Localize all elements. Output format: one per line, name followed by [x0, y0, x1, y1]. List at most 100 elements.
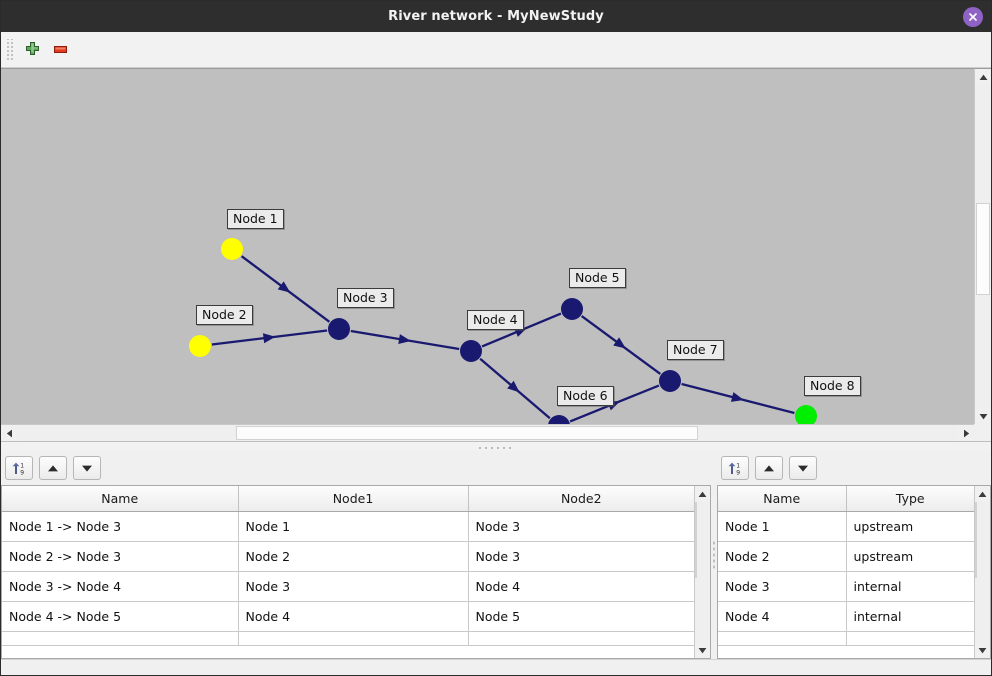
table-cell-empty[interactable] — [468, 631, 694, 646]
column-header[interactable]: Node2 — [468, 486, 694, 512]
horizontal-splitter[interactable] — [1, 441, 991, 451]
network-node[interactable] — [561, 298, 583, 320]
table-cell[interactable]: Node 3 — [718, 571, 847, 602]
branch-scroll-track[interactable] — [695, 502, 710, 642]
column-header[interactable]: Node1 — [238, 486, 469, 512]
table-cell-empty[interactable] — [238, 631, 469, 646]
branch-move-down-button[interactable] — [73, 456, 101, 480]
close-icon — [969, 12, 977, 21]
network-node[interactable] — [189, 335, 211, 357]
table-cell[interactable]: Node 3 — [468, 511, 694, 542]
triangle-down-icon — [82, 465, 92, 472]
table-cell[interactable]: Node 2 — [238, 541, 469, 572]
table-row-empty[interactable] — [2, 631, 694, 646]
canvas-hscroll-thumb[interactable] — [236, 426, 698, 440]
canvas-vertical-scrollbar[interactable] — [974, 68, 991, 424]
canvas-vscroll-thumb[interactable] — [976, 203, 990, 295]
node-toolbar: 1 9 — [717, 451, 991, 485]
node-sort-button[interactable]: 1 9 — [721, 456, 749, 480]
table-cell-empty[interactable] — [846, 631, 974, 646]
scroll-down-button[interactable] — [975, 408, 991, 424]
branch-scroll-up-button[interactable] — [695, 486, 710, 502]
scrollbar-corner — [974, 424, 991, 441]
table-cell[interactable]: internal — [846, 601, 974, 632]
table-cell[interactable]: Node 3 — [468, 541, 694, 572]
toolbar-grip[interactable] — [5, 38, 14, 61]
node-label[interactable]: Node 3 — [337, 288, 394, 308]
table-cell[interactable]: Node 4 — [238, 601, 469, 632]
table-cell[interactable]: Node 3 -> Node 4 — [2, 571, 239, 602]
triangle-down-icon — [979, 413, 987, 419]
network-node[interactable] — [221, 238, 243, 260]
network-node[interactable] — [328, 318, 350, 340]
scroll-up-button[interactable] — [975, 69, 991, 85]
branch-move-up-button[interactable] — [39, 456, 67, 480]
table-cell-empty[interactable] — [718, 631, 847, 646]
close-button[interactable] — [963, 6, 983, 27]
canvas-vscroll-track[interactable] — [975, 85, 991, 408]
table-cell[interactable]: Node 4 — [468, 571, 694, 602]
table-cell[interactable]: Node 5 — [468, 601, 694, 632]
canvas-horizontal-scrollbar[interactable] — [1, 424, 974, 441]
table-cell[interactable]: Node 1 — [718, 511, 847, 542]
table-row-empty[interactable] — [718, 631, 974, 646]
table-cell[interactable]: Node 2 — [718, 541, 847, 572]
table-cell[interactable]: Node 2 -> Node 3 — [2, 541, 239, 572]
canvas-hscroll-track[interactable] — [17, 425, 958, 441]
network-node[interactable] — [548, 415, 570, 424]
window-title: River network - MyNewStudy — [388, 9, 604, 24]
network-node[interactable] — [460, 340, 482, 362]
branch-sort-button[interactable]: 1 9 — [5, 456, 33, 480]
network-node[interactable] — [659, 370, 681, 392]
node-move-down-button[interactable] — [789, 456, 817, 480]
node-label[interactable]: Node 7 — [667, 340, 724, 360]
table-cell[interactable]: upstream — [846, 511, 974, 542]
branch-scroll-thumb[interactable] — [695, 502, 697, 578]
node-label[interactable]: Node 2 — [196, 305, 253, 325]
add-node-button[interactable] — [18, 36, 46, 64]
node-label[interactable]: Node 6 — [557, 386, 614, 406]
node-move-up-button[interactable] — [755, 456, 783, 480]
table-cell[interactable]: upstream — [846, 541, 974, 572]
branch-scroll-down-button[interactable] — [695, 642, 710, 658]
network-canvas[interactable]: Node 1 Node 2 Node 3 Node 4 Node 5 Node 6 Node… — [1, 68, 974, 424]
table-cell[interactable]: Node 1 -> Node 3 — [2, 511, 239, 542]
main-toolbar — [1, 32, 991, 68]
node-label[interactable]: Node 8 — [804, 376, 861, 396]
delete-node-button[interactable] — [46, 36, 74, 64]
branch-table-scrollbar[interactable] — [694, 486, 710, 658]
table-cell[interactable]: Node 4 -> Node 5 — [2, 601, 239, 632]
node-scroll-thumb[interactable] — [975, 502, 977, 578]
network-node[interactable] — [795, 405, 817, 424]
table-cell[interactable]: Node 3 — [238, 571, 469, 602]
node-scroll-track[interactable] — [975, 502, 990, 642]
vertical-splitter[interactable] — [711, 451, 717, 659]
column-header[interactable]: Name — [2, 486, 239, 512]
scroll-left-button[interactable] — [1, 425, 17, 441]
node-scroll-down-button[interactable] — [975, 642, 990, 658]
triangle-down-icon — [698, 647, 707, 653]
scroll-right-button[interactable] — [958, 425, 974, 441]
table-cell[interactable]: internal — [846, 571, 974, 602]
node-table-scrollbar[interactable] — [974, 486, 990, 658]
column-header[interactable]: Type — [846, 486, 974, 512]
triangle-right-icon — [963, 429, 969, 437]
table-cell-empty[interactable] — [2, 631, 239, 646]
node-label[interactable]: Node 5 — [569, 268, 626, 288]
node-label[interactable]: Node 4 — [467, 310, 524, 330]
column-header[interactable]: Name — [718, 486, 847, 512]
node-scroll-up-button[interactable] — [975, 486, 990, 502]
table-cell[interactable]: Node 1 — [238, 511, 469, 542]
table-cell[interactable]: Node 4 — [718, 601, 847, 632]
node-label[interactable]: Node 1 — [227, 209, 284, 229]
